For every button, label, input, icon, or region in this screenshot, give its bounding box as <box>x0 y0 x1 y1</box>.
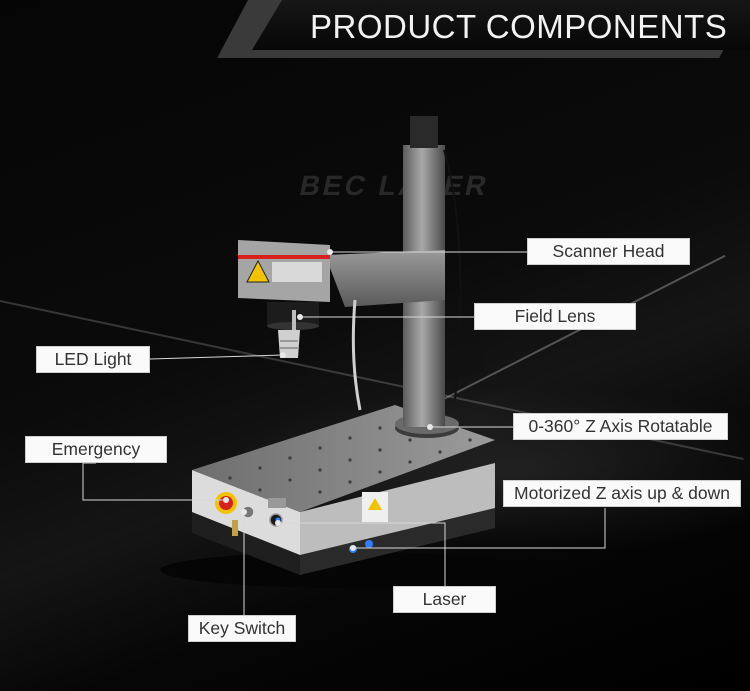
callout-key-switch: Key Switch <box>188 615 296 642</box>
led-arm <box>292 310 296 332</box>
leader-laser <box>278 522 446 586</box>
motor-cable <box>443 149 462 401</box>
callout-z-axis-rotatable: 0-360° Z Axis Rotatable <box>513 413 728 440</box>
leader-dot-laser <box>275 520 281 526</box>
usb-port <box>268 498 286 508</box>
leader-dot-emergency <box>223 497 229 503</box>
leader-motorized-z <box>353 508 606 549</box>
scanner-red-stripe <box>238 255 330 259</box>
callout-led-light: LED Light <box>36 346 150 373</box>
led-light-fin <box>280 347 298 349</box>
leader-dot-key-switch <box>241 509 247 515</box>
key <box>232 520 238 536</box>
fiber-cable <box>351 299 362 411</box>
leader-dot-z-axis <box>427 424 433 430</box>
leader-dot-field-lens <box>297 314 303 320</box>
z-axis-button[interactable] <box>365 540 373 548</box>
base-lower-left <box>192 512 300 575</box>
leader-dot-motorized-z <box>350 545 356 551</box>
callout-laser: Laser <box>393 586 496 613</box>
callout-emergency: Emergency <box>25 436 167 463</box>
callout-scanner-head: Scanner Head <box>527 238 690 265</box>
leader-dot-scanner-head <box>327 249 333 255</box>
base-lower-right <box>300 508 495 575</box>
stepper-motor <box>410 116 438 148</box>
led-light-housing <box>278 330 300 358</box>
led-light-fin <box>280 340 298 342</box>
callout-field-lens: Field Lens <box>474 303 636 330</box>
title-banner <box>252 0 750 50</box>
laser-hazard-icon <box>246 259 270 283</box>
leader-dot-led-light <box>280 352 286 358</box>
page-title: PRODUCT COMPONENTS <box>310 8 728 45</box>
callout-motorized-z: Motorized Z axis up & down <box>503 480 741 507</box>
leader-emergency <box>82 462 226 501</box>
scanner-label-plate <box>272 262 322 282</box>
side-panel <box>300 463 495 555</box>
leader-led-light <box>149 354 284 360</box>
laser-warning-triangle <box>368 498 382 510</box>
horizontal-arm <box>325 250 445 307</box>
